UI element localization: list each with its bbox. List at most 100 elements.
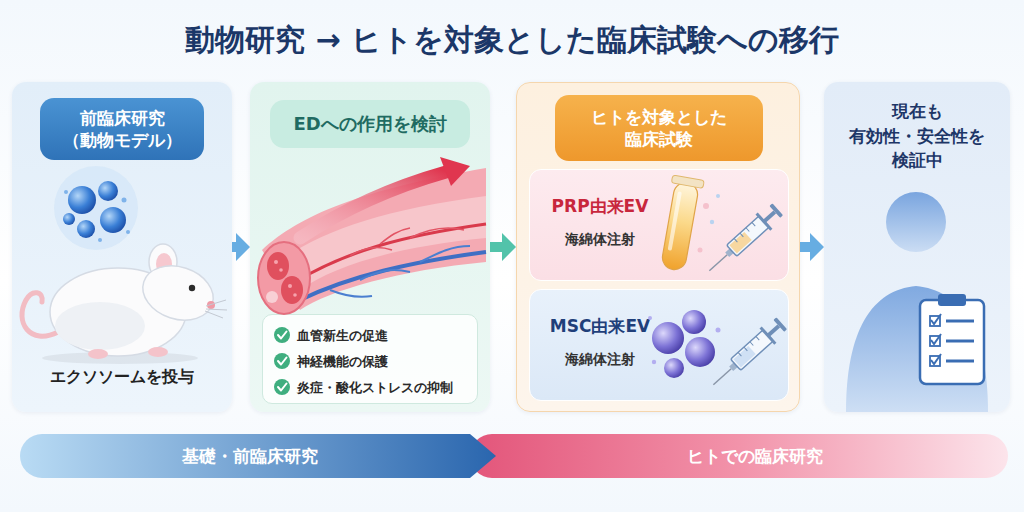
text-slot: エクソソームを投与 [12,364,232,390]
syringe [727,216,770,257]
test-tube [657,175,720,272]
rat-illustration [22,244,227,364]
stem-cell-cluster [648,310,721,378]
text-slot: PRP由来EV [538,192,662,220]
effect-checklist: 血管新生の促進神経機能の保護炎症・酸化ストレスの抑制 [262,314,478,404]
text-slot: 海綿体注射 [538,228,662,250]
tissue-illustration [262,168,486,310]
stem-cell-cluster [648,316,652,320]
check-icon [278,384,287,391]
tissue-illustration [267,252,289,280]
therapy-name: MSC由来EV [544,315,656,337]
stage-heading: ヒトを対象とした 臨床試験 [561,106,757,150]
syringe [733,346,755,368]
tissue-illustration [300,252,486,300]
stem-cell-cluster [682,310,706,334]
stage-panel: 現在も 有効性・安全性を 検証中 [824,82,1010,412]
stem-cell-cluster [716,328,721,333]
status-text: 現在も 有効性・安全性を 検証中 [830,99,1004,173]
stage-heading: 前臨床研究 （動物モデル） [46,107,198,151]
syringe [729,232,751,254]
syringe [767,324,780,336]
rat-illustration [156,253,172,275]
rat-illustration [189,285,195,291]
check-icon [274,327,290,395]
band-arrow-shape [20,434,496,478]
band-shape [470,434,1008,478]
stage-panel: 前臨床研究 （動物モデル） エクソソームを投与 [12,82,232,412]
flow-arrow [490,233,516,261]
clipboard-icon [946,360,974,363]
clipboard-icon [920,300,984,384]
test-tube [698,248,703,253]
text-slot: 基礎・前臨床研究 [30,432,470,480]
test-tube [703,203,709,209]
phase-label: ヒトでの臨床研究 [536,445,974,467]
syringe [702,201,785,279]
tissue-illustration [288,284,292,288]
syringe [756,212,773,230]
text-slot: 現在も 有効性・安全性を 検証中 [824,94,1010,178]
flow-arrow [800,233,824,261]
check-icon [278,332,287,339]
tissue-illustration [258,242,310,314]
text-slot: 炎症・酸化ストレスの抑制 [291,377,479,399]
syringe [738,336,759,356]
rat-illustration [42,352,198,364]
text-slot: 前臨床研究 （動物モデル） [40,98,204,160]
clipboard-icon [930,356,940,366]
check-item: 血管新生の促進 [297,328,473,345]
stem-cell-cluster [652,322,684,354]
text-slot: 血管新生の促進 [291,325,479,347]
test-tube [710,220,714,224]
stem-cell-cluster [652,360,656,364]
diagram-title: 動物研究 → ヒトを対象とした臨床試験への移行 [0,14,1024,66]
person-silhouette [886,192,946,252]
exosome-cluster [68,186,96,214]
syringe [706,315,789,393]
check-icon [274,353,290,369]
rat-illustration [149,244,177,280]
test-tube [671,175,704,188]
exosome-cluster [54,166,138,250]
syringe [729,362,737,370]
tissue-illustration [293,293,297,297]
rat-illustration [88,349,108,359]
text-slot: ヒトを対象とした 臨床試験 [555,95,763,161]
phase-band: ヒトでの臨床研究 [470,432,1008,480]
tissue-illustration [330,246,470,297]
exosome-cluster [98,181,118,201]
rat-illustration [205,300,227,318]
text-slot: 海綿体注射 [538,348,662,370]
rat-illustration [148,347,168,357]
therapy-box: PRP由来EV 海綿体注射 [529,169,789,281]
tissue-illustration [440,157,470,186]
clipboard-icon [946,340,974,343]
text-slot: 神経機能の保護 [291,351,479,373]
exosome-cluster [54,166,138,250]
stem-cell-cluster [685,337,715,367]
check-icon [274,327,290,343]
person-silhouette [846,286,988,412]
clipboard-icon [920,294,984,384]
check-icon [274,379,290,395]
exosome-cluster [64,190,68,194]
therapy-route: 海綿体注射 [544,230,656,248]
stage-note: エクソソームを投与 [18,367,226,388]
clipboard-icon [930,316,940,326]
flow-arrow [232,233,250,261]
therapy-box: MSC由来EV 海綿体注射 [529,289,789,401]
tissue-illustration [278,196,486,290]
stage-panel: ヒトを対象とした 臨床試験 PRP由来EV 海綿体注射 MSC由来EV 海綿体注射 [516,82,800,412]
tissue-illustration [258,157,486,314]
clipboard-icon [930,336,940,346]
clipboard-icon [931,334,941,344]
syringe [702,201,785,279]
rat-illustration [207,301,215,309]
syringe [763,210,776,222]
tissue-illustration [279,268,283,272]
tissue-illustration [274,260,278,264]
clipboard-icon [931,314,941,324]
